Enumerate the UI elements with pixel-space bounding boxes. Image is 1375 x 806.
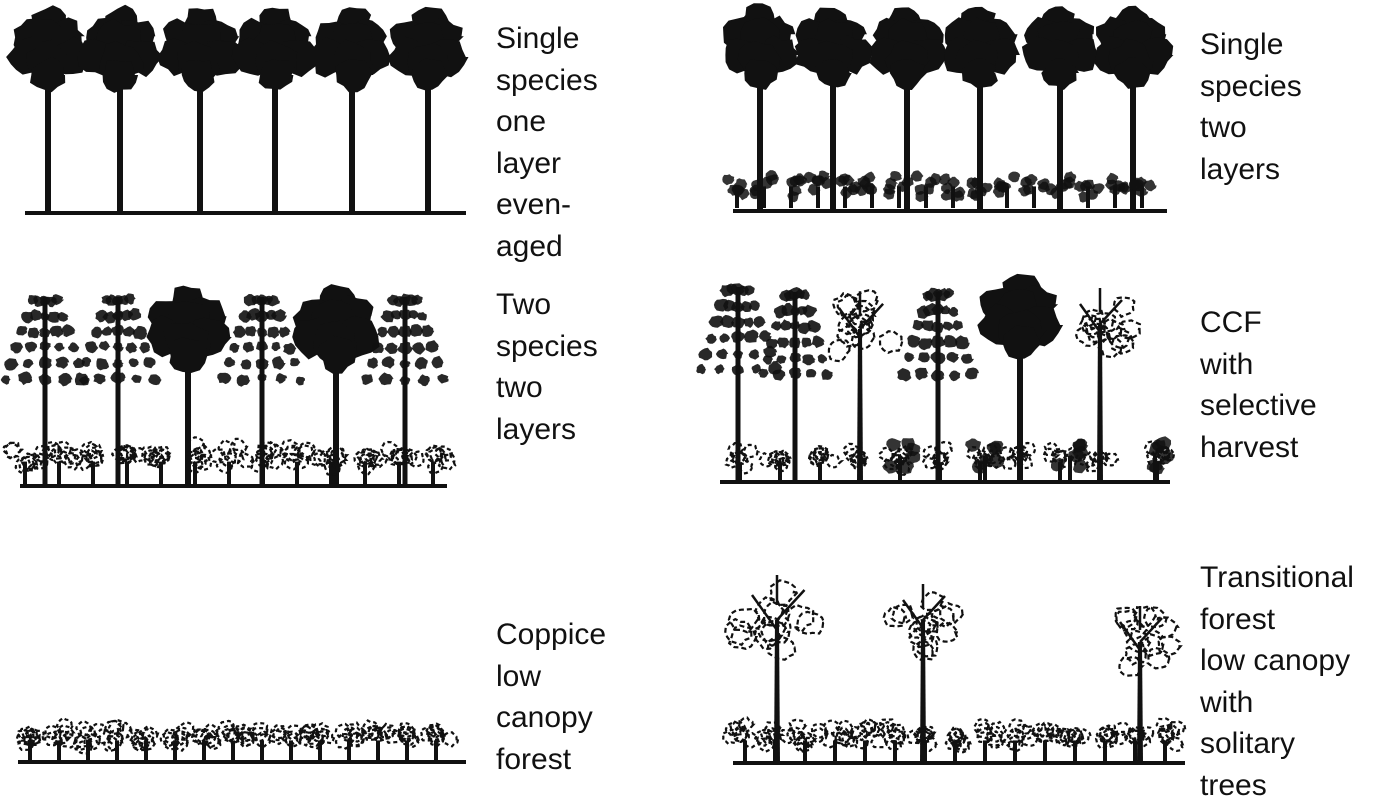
shrub-icon xyxy=(1056,728,1090,762)
ground-line xyxy=(733,209,1167,213)
scene-single-species-one-layer xyxy=(0,0,480,230)
conifer-tree-icon xyxy=(696,283,782,482)
shrub-icon xyxy=(336,723,364,762)
shrub-icon xyxy=(421,724,458,762)
panel-label-single-species-two-layers: Single species two layers xyxy=(1200,24,1302,190)
panel-label-transitional-forest: Transitional forest low canopy with soli… xyxy=(1200,557,1354,806)
shrub-icon xyxy=(809,446,841,482)
shrub-icon xyxy=(975,719,1007,762)
shrub-icon xyxy=(722,174,749,208)
panel-label-single-species-one-layer: Single species one layer even-aged xyxy=(496,18,598,267)
ground-line xyxy=(733,761,1185,765)
scene-transitional-forest xyxy=(715,560,1195,771)
shrub-icon xyxy=(965,438,1004,482)
pine-tree-icon xyxy=(78,5,164,212)
pine-tree-icon xyxy=(232,8,318,212)
shrub-icon xyxy=(854,172,877,209)
shrub-icon xyxy=(1157,719,1185,762)
shrub-icon xyxy=(381,442,417,485)
shrub-icon xyxy=(803,171,833,209)
pine-tree-icon xyxy=(1095,6,1174,210)
conifer-tree-icon xyxy=(217,294,305,485)
shrub-icon xyxy=(760,451,790,482)
shrub-icon xyxy=(17,727,44,762)
shrub-icon xyxy=(873,720,905,763)
shrub-icon xyxy=(882,438,920,482)
shrub-icon xyxy=(161,723,195,763)
pine-tree-icon xyxy=(308,7,390,212)
shrub-icon xyxy=(1096,726,1127,762)
scene-coppice-low-canopy xyxy=(0,660,480,771)
ground-line xyxy=(20,484,447,488)
shrub-icon xyxy=(192,725,221,762)
shrub-icon xyxy=(723,718,759,762)
pine-tree-icon xyxy=(6,5,92,212)
shrub-icon xyxy=(219,721,254,762)
shrub-icon xyxy=(363,721,395,763)
panel-label-coppice-low-canopy: Coppice low canopy forest xyxy=(496,614,606,780)
scene-single-species-two-layers xyxy=(715,0,1185,230)
scene-ccf-selective-harvest xyxy=(700,272,1180,492)
panel-label-ccf-selective-harvest: CCF with selective harvest xyxy=(1200,302,1317,468)
shrub-icon xyxy=(1033,723,1068,762)
shrub-icon xyxy=(750,170,779,208)
shrub-icon xyxy=(386,723,418,762)
shrub-icon xyxy=(3,443,49,485)
shrub-icon xyxy=(251,442,283,485)
shrub-icon xyxy=(967,177,993,208)
shrub-icon xyxy=(74,721,106,762)
shrub-icon xyxy=(95,720,131,762)
shrub-icon xyxy=(310,446,347,485)
pine-tree-icon xyxy=(388,7,469,212)
ground-line xyxy=(18,760,466,764)
panel-label-two-species-two-layers: Two species two layers xyxy=(496,284,598,450)
shrub-icon xyxy=(1018,174,1050,208)
shrub-icon xyxy=(946,728,971,762)
shrub-icon xyxy=(844,444,868,482)
shrub-icon xyxy=(1004,719,1038,762)
shrub-icon xyxy=(939,173,966,208)
shrub-icon xyxy=(355,449,388,485)
ground-line xyxy=(25,211,466,215)
shrub-icon xyxy=(786,173,807,208)
shrub-icon xyxy=(142,447,170,485)
ground-line xyxy=(720,480,1170,484)
shrub-icon xyxy=(1105,173,1131,208)
shrub-icon xyxy=(211,439,255,485)
shrub-icon xyxy=(45,718,77,762)
shrub-icon xyxy=(726,443,758,482)
shrub-icon xyxy=(281,440,315,485)
pine-tree-icon xyxy=(157,8,243,212)
shrub-icon xyxy=(755,722,794,762)
shrub-icon xyxy=(993,172,1020,208)
shrub-icon xyxy=(302,723,334,762)
scene-two-species-two-layers xyxy=(0,280,470,495)
shrub-icon xyxy=(408,446,455,485)
shrub-icon xyxy=(1115,723,1153,762)
shrub-icon xyxy=(1074,180,1105,208)
shrub-icon xyxy=(911,170,943,208)
shrub-icon xyxy=(811,720,854,762)
shrub-icon xyxy=(1147,436,1174,482)
